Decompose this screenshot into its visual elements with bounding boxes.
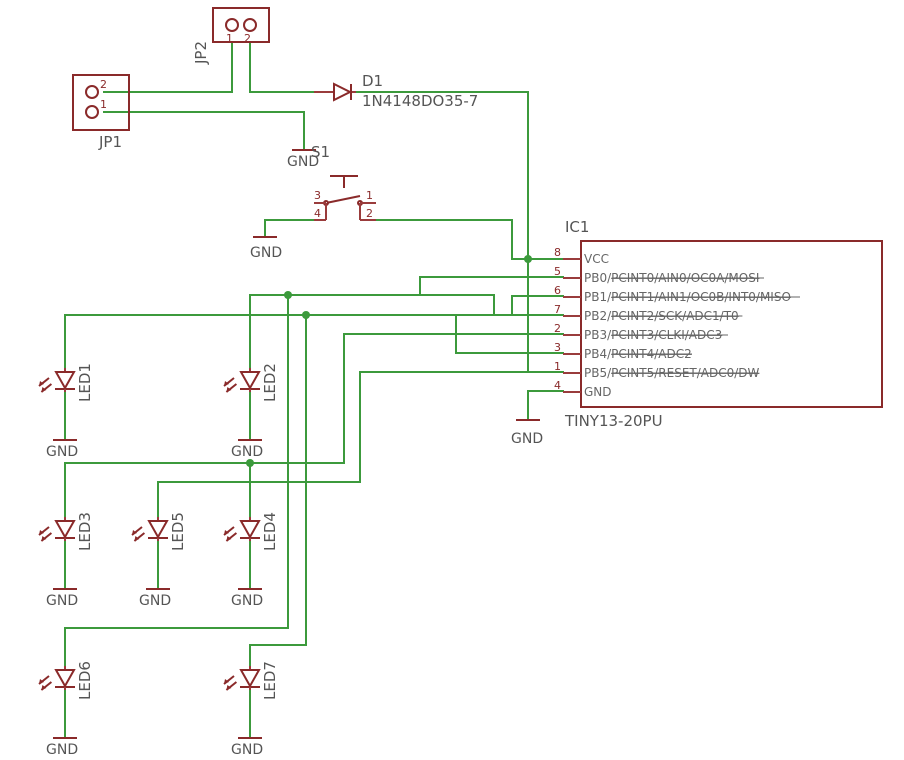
d1-label: D1 bbox=[362, 72, 383, 90]
wire-pb1-net bbox=[64, 295, 564, 369]
ic1-pin-number: 8 bbox=[554, 246, 561, 259]
junction-pb4 bbox=[302, 311, 310, 319]
ic1-pin-number: 3 bbox=[554, 341, 561, 354]
s1-pin2-label: 2 bbox=[366, 207, 373, 220]
wire-pb3-net bbox=[64, 333, 564, 518]
gnd-label-jp1: GND bbox=[287, 154, 319, 170]
gnd-label-led: GND bbox=[231, 742, 263, 758]
wire-ic-gnd bbox=[527, 390, 564, 421]
ic1-pin-number: 4 bbox=[554, 379, 561, 392]
wire-jp2-pin2-to-diode bbox=[249, 41, 315, 93]
junction-led-net bbox=[246, 459, 254, 467]
led-label: LED2 bbox=[261, 363, 279, 402]
gnd-jp1: GND bbox=[287, 149, 319, 170]
led-label: LED4 bbox=[261, 512, 279, 551]
wire-led-net bbox=[157, 371, 529, 518]
gnd-label-led: GND bbox=[139, 593, 171, 609]
led-label: LED6 bbox=[76, 661, 94, 700]
gnd-label-ic: GND bbox=[511, 431, 543, 447]
jp2-pin2-label: 2 bbox=[244, 32, 251, 45]
ic1-pin-name: GND bbox=[584, 385, 612, 399]
jp1-pin1-label: 1 bbox=[100, 98, 107, 111]
diode-d1: D1 1N4148DO35-7 bbox=[314, 72, 478, 110]
jp1-label: JP1 bbox=[98, 133, 122, 151]
s1-pin1-label: 1 bbox=[366, 189, 373, 202]
jp1-header: 2 1 JP1 bbox=[72, 74, 130, 151]
wire-pb4-net bbox=[249, 314, 564, 667]
led-label: LED7 bbox=[261, 661, 279, 700]
wire-s1-to-pb5 bbox=[375, 219, 513, 260]
gnd-label-led: GND bbox=[46, 444, 78, 460]
ic1-pin-4: 4 GND bbox=[554, 379, 612, 399]
led-label: LED1 bbox=[76, 363, 94, 402]
ic1-value: TINY13-20PU bbox=[564, 412, 663, 430]
switch-s1: S1 3 1 4 2 bbox=[311, 143, 376, 221]
wire-jp1-pin1-to-gnd bbox=[103, 111, 305, 151]
wire-pb2-net bbox=[64, 294, 564, 667]
gnd-label-led: GND bbox=[231, 444, 263, 460]
jp1-pin2-label: 2 bbox=[100, 78, 107, 91]
ic1-pin-number: 5 bbox=[554, 265, 561, 278]
junction-pb2 bbox=[284, 291, 292, 299]
ic1-pin-number: 1 bbox=[554, 360, 561, 373]
gnd-label-led: GND bbox=[46, 593, 78, 609]
junctions bbox=[246, 255, 532, 467]
gnd-ic: GND bbox=[511, 419, 543, 447]
gnd-label-led: GND bbox=[231, 593, 263, 609]
junction-vcc bbox=[524, 255, 532, 263]
ic1-pin-number: 7 bbox=[554, 303, 561, 316]
jp2-pin1-label: 1 bbox=[226, 32, 233, 45]
s1-pin4-label: 4 bbox=[314, 207, 321, 220]
d1-value: 1N4148DO35-7 bbox=[362, 92, 478, 110]
led-array: LED1GNDLED2GNDLED3GNDLED4GNDLED5GNDLED6G… bbox=[38, 363, 279, 758]
wire-jp2-pin1-to-jp1-pin2 bbox=[103, 41, 233, 93]
led-label: LED5 bbox=[169, 512, 187, 551]
gnd-label-s1: GND bbox=[250, 245, 282, 261]
ic1-pin-number: 2 bbox=[554, 322, 561, 335]
s1-label: S1 bbox=[311, 143, 330, 161]
wire-s1-to-gnd bbox=[264, 219, 315, 238]
s1-pin3-label: 3 bbox=[314, 189, 321, 202]
ic1-pin-name: VCC bbox=[584, 252, 609, 266]
ic1-pin-8: 8 VCC bbox=[554, 246, 609, 266]
wire-diode-to-vcc bbox=[355, 91, 564, 260]
gnd-label-led: GND bbox=[46, 742, 78, 758]
jp2-label: JP2 bbox=[192, 41, 210, 65]
gnd-s1: GND bbox=[250, 236, 282, 261]
jp2-header: 1 2 JP2 bbox=[192, 7, 270, 65]
led-label: LED3 bbox=[76, 512, 94, 551]
ic1-label: IC1 bbox=[565, 218, 589, 236]
wire-pb0-net bbox=[249, 276, 564, 369]
ic1-pin-number: 6 bbox=[554, 284, 561, 297]
